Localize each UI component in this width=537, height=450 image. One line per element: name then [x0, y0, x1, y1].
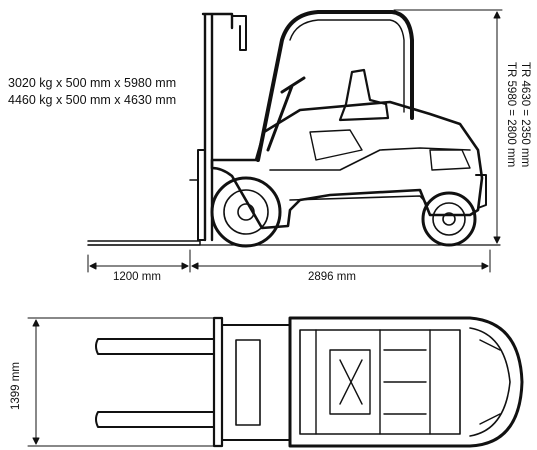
height-tr4630-label: TR 4630 = 2350 mm	[519, 62, 531, 168]
side-dimension-lines	[87, 9, 503, 273]
overhead-guard	[256, 10, 414, 162]
fork-top-upper	[95, 338, 215, 355]
body	[210, 100, 484, 230]
width-label: 1399 mm	[10, 362, 22, 410]
top-dimension-lines	[27, 317, 215, 447]
mast	[201, 12, 234, 242]
fork-side	[87, 240, 201, 246]
front-wheel	[210, 176, 282, 248]
spec-line-1: 3020 kg x 500 mm x 5980 mm	[8, 76, 177, 90]
wheelbase-length-label: 2896 mm	[308, 271, 356, 283]
body-top	[288, 316, 524, 448]
fork-top-lower	[95, 411, 215, 428]
spec-line-2: 4460 kg x 500 mm x 4630 mm	[8, 93, 177, 107]
top-view	[95, 316, 524, 448]
fork-length-label: 1200 mm	[113, 271, 161, 283]
side-view	[87, 10, 501, 248]
rear-wheel	[421, 191, 477, 247]
seat	[338, 68, 390, 122]
height-tr5980-label: TR 5980 = 2800 mm	[505, 62, 517, 168]
